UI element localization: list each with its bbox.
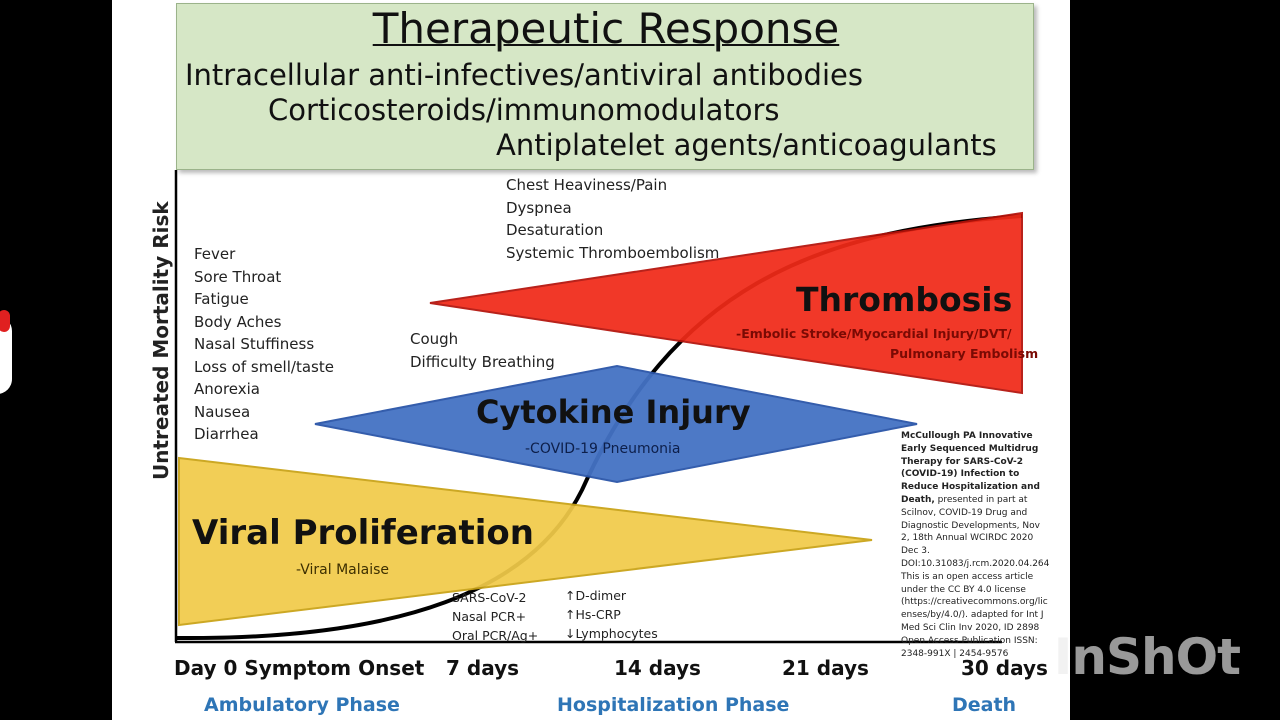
phase-hospitalization: Hospitalization Phase xyxy=(557,694,790,716)
therapeutic-response-title: Therapeutic Response xyxy=(372,4,840,53)
lab-item: Oral PCR/Ag+ xyxy=(452,628,539,643)
thrombosis-title: Thrombosis xyxy=(796,280,1013,319)
symptom-item: Sore Throat xyxy=(194,267,282,286)
phase-ambulatory: Ambulatory Phase xyxy=(204,694,400,716)
viral-proliferation-shape xyxy=(178,456,873,627)
x-tick-day-0: Day 0 Symptom Onset xyxy=(174,656,425,680)
therapy-line-anticoagulants: Antiplatelet agents/anticoagulants xyxy=(496,128,997,162)
lab-item: ↑Hs-CRP xyxy=(565,607,621,622)
thrombosis-shape xyxy=(429,211,1023,395)
symptom-item: Cough xyxy=(410,330,459,348)
floating-bubble-icon[interactable] xyxy=(0,316,12,394)
symptom-item: Anorexia xyxy=(194,380,260,398)
cytokine-injury-shape xyxy=(314,364,918,484)
citation-text: McCullough PA Innovative Early Sequenced… xyxy=(901,430,1051,660)
x-tick-21-days: 21 days xyxy=(782,656,869,680)
early-symptoms-list: Fever Sore Throat Fatigue Body Aches Nas… xyxy=(194,243,334,446)
thrombosis-subtitle-1: -Embolic Stroke/Myocardial Injury/DVT/ xyxy=(736,326,1012,341)
therapy-line-antiviral: Intracellular anti-infectives/antiviral … xyxy=(185,58,863,92)
symptom-item: Nasal Stuffiness xyxy=(194,335,315,353)
inshot-watermark: InShOt xyxy=(1053,628,1241,686)
x-tick-7-days: 7 days xyxy=(446,656,520,680)
citation-body: presented in part at Scilnov, COVID-19 D… xyxy=(901,494,1050,659)
x-tick-30-days: 30 days xyxy=(961,656,1048,680)
symptom-item: Diarrhea xyxy=(194,425,259,443)
cytokine-injury-title: Cytokine Injury xyxy=(476,393,751,431)
viral-proliferation-subtitle: -Viral Malaise xyxy=(296,562,389,578)
thrombosis-subtitle-2: Pulmonary Embolism xyxy=(890,346,1039,361)
lab-item: Nasal PCR+ xyxy=(452,609,527,624)
symptom-item: Nausea xyxy=(194,402,251,421)
cytokine-injury-subtitle: -COVID-19 Pneumonia xyxy=(525,441,681,457)
symptom-item: Body Aches xyxy=(194,312,282,331)
therapeutic-response-box: Therapeutic Response Intracellular anti-… xyxy=(176,3,1034,170)
lab-item: SARS-CoV-2 xyxy=(452,590,527,605)
therapy-line-corticosteroids: Corticosteroids/immunomodulators xyxy=(268,93,780,127)
viral-tests-list: SARS-CoV-2 Nasal PCR+ Oral PCR/Ag+ xyxy=(452,588,538,645)
symptom-item: Fever xyxy=(194,245,236,263)
y-axis-label: Untreated Mortality Risk xyxy=(149,201,173,480)
citation-bold: McCullough PA Innovative Early Sequenced… xyxy=(901,431,1040,505)
notification-dot-icon xyxy=(0,310,10,332)
phase-death: Death xyxy=(952,694,1017,716)
slide: Therapeutic Response Intracellular anti-… xyxy=(112,0,1070,720)
symptom-item: Dyspnea xyxy=(506,198,572,217)
lab-item: ↓Lymphocytes xyxy=(565,626,658,641)
symptom-item: Desaturation xyxy=(506,221,604,239)
lab-markers-list: ↑D-dimer ↑Hs-CRP ↓Lymphocytes xyxy=(565,586,658,643)
symptom-item: Loss of smell/taste xyxy=(194,357,334,376)
disease-course-diagram xyxy=(174,170,1023,644)
lab-item: ↑D-dimer xyxy=(565,588,627,603)
x-tick-14-days: 14 days xyxy=(614,656,701,680)
viral-proliferation-title: Viral Proliferation xyxy=(192,513,534,553)
symptom-item: Difficulty Breathing xyxy=(410,352,555,371)
symptom-item: Fatigue xyxy=(194,290,249,308)
symptom-item: Chest Heaviness/Pain xyxy=(506,176,668,194)
symptom-item: Systemic Thromboembolism xyxy=(506,243,720,262)
mid-symptoms-list: Cough Difficulty Breathing xyxy=(410,328,555,373)
late-symptoms-list: Chest Heaviness/Pain Dyspnea Desaturatio… xyxy=(506,174,719,264)
